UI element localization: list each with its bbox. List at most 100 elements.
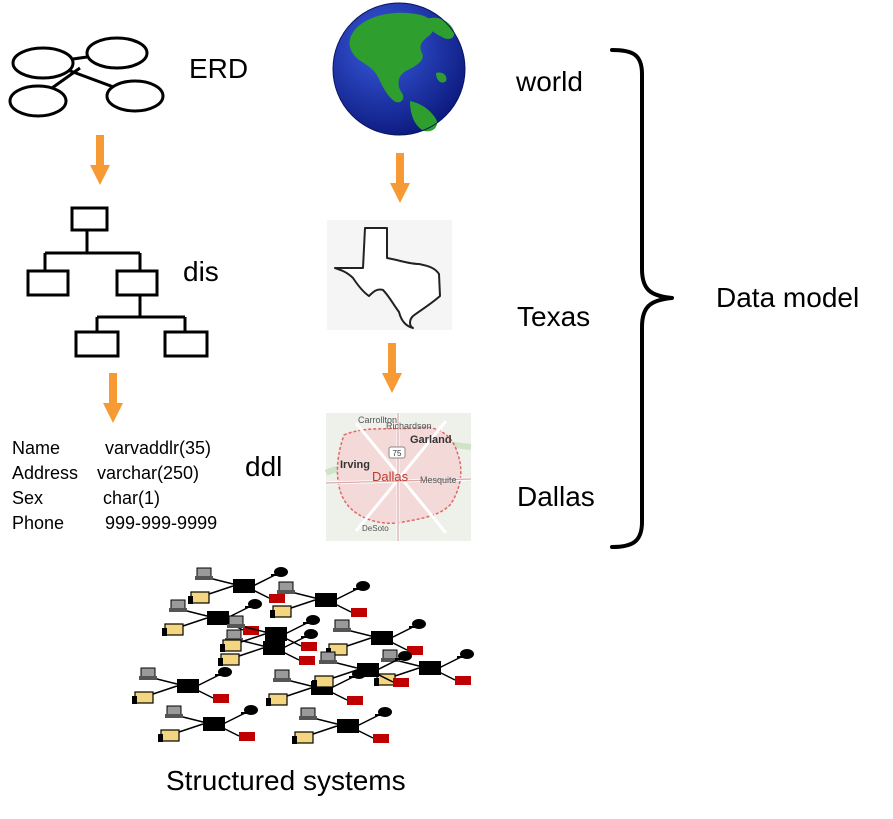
network-terminal — [274, 669, 290, 680]
network-link — [330, 691, 348, 701]
hierarchy-diagram-icon — [26, 206, 209, 358]
network-printer — [299, 656, 315, 665]
network-workstation — [220, 653, 240, 666]
network-link — [222, 727, 240, 737]
network-terminal — [170, 599, 186, 610]
network-hub — [177, 679, 199, 693]
network-printer — [301, 642, 317, 651]
network-link — [376, 673, 394, 683]
map-label-richardson: Richardson — [386, 421, 432, 431]
network-terminal-base — [381, 658, 399, 662]
network-peripheral-base — [457, 656, 467, 658]
network-workstation — [134, 691, 154, 704]
network-workstation-side — [374, 678, 379, 686]
network-peripheral-base — [409, 626, 419, 628]
network-terminal — [228, 615, 244, 626]
ddl-field-type: varvaddlr(35) — [105, 438, 212, 458]
network-terminal — [196, 567, 212, 578]
data-model-label: Data model — [716, 282, 860, 313]
network-workstation — [160, 729, 180, 742]
network-workstation — [272, 605, 292, 618]
network-workstation — [294, 731, 314, 744]
network-terminal-base — [139, 676, 157, 680]
network-workstation-side — [162, 628, 167, 636]
network-hub — [263, 641, 285, 655]
network-workstation — [222, 639, 242, 652]
world-label: world — [516, 66, 583, 97]
ddl-field-type: 999-999-9999 — [105, 513, 218, 533]
globe-icon — [332, 2, 466, 136]
network-terminal-base — [165, 714, 183, 718]
erd-diagram-icon — [8, 36, 165, 118]
texas-outline-icon — [327, 220, 452, 330]
structured-systems-network-icon — [132, 567, 474, 744]
network-printer — [393, 678, 409, 687]
ddl-field-type: varchar(250) — [97, 463, 200, 483]
network-terminal — [334, 619, 350, 630]
texas-label: Texas — [517, 301, 591, 332]
network-link — [438, 671, 456, 681]
map-highway-label: 75 — [393, 449, 402, 458]
map-label-dallas: Dallas — [372, 469, 409, 484]
network-printer — [269, 594, 285, 603]
down-arrow-icon — [390, 153, 410, 203]
network-terminal-base — [227, 624, 245, 628]
network-peripheral-base — [271, 574, 281, 576]
network-printer — [373, 734, 389, 743]
ddl-label: ddl — [245, 451, 283, 482]
network-workstation-side — [266, 698, 271, 706]
network-hub — [233, 579, 255, 593]
network-workstation-side — [188, 596, 193, 604]
network-workstation — [314, 675, 334, 688]
network-hub — [265, 627, 287, 641]
network-terminal — [140, 667, 156, 678]
network-printer — [239, 732, 255, 741]
ddl-field-name: Sex — [12, 488, 44, 508]
network-peripheral-base — [245, 606, 255, 608]
network-workstation-side — [312, 680, 317, 688]
ddl-row: Name varvaddlr(35) — [12, 436, 242, 461]
curly-brace-icon — [610, 48, 674, 549]
map-label-carrollton: Carrollton — [358, 415, 397, 425]
network-link — [196, 689, 214, 699]
ddl-row: Phone 999-999-9999 — [12, 511, 242, 536]
ddl-row: Address varchar(250) — [12, 461, 242, 486]
network-terminal-base — [273, 678, 291, 682]
network-terminal-base — [277, 590, 295, 594]
network-terminal — [300, 707, 316, 718]
map-label-mesquite: Mesquite — [420, 475, 457, 485]
network-terminal-base — [299, 716, 317, 720]
ddl-field-name: Name — [12, 438, 61, 458]
network-link — [334, 603, 352, 613]
dallas-label: Dallas — [517, 481, 595, 512]
ddl-table: Name varvaddlr(35) Address varchar(250) … — [12, 436, 242, 536]
network-hub — [419, 661, 441, 675]
network-hub — [315, 593, 337, 607]
network-workstation-side — [270, 610, 275, 618]
network-hub — [207, 611, 229, 625]
network-peripheral-base — [395, 658, 405, 660]
network-terminal-base — [333, 628, 351, 632]
network-link — [356, 729, 374, 739]
network-workstation — [164, 623, 184, 636]
ddl-row: Sex char(1) — [12, 486, 242, 511]
network-peripheral-base — [301, 636, 311, 638]
down-arrow-icon — [382, 343, 402, 393]
network-hub — [371, 631, 393, 645]
network-peripheral-base — [353, 588, 363, 590]
network-peripheral-base — [303, 622, 313, 624]
network-terminal-base — [319, 660, 337, 664]
network-terminal — [320, 651, 336, 662]
network-workstation-side — [158, 734, 163, 742]
network-peripheral-base — [349, 676, 359, 678]
network-workstation — [268, 693, 288, 706]
network-link — [282, 651, 300, 661]
network-printer — [243, 626, 259, 635]
map-label-desoto: DeSoto — [362, 524, 389, 533]
network-printer — [351, 608, 367, 617]
network-workstation — [190, 591, 210, 604]
network-link — [390, 641, 408, 651]
network-peripheral-base — [375, 714, 385, 716]
network-printer — [455, 676, 471, 685]
network-printer — [213, 694, 229, 703]
